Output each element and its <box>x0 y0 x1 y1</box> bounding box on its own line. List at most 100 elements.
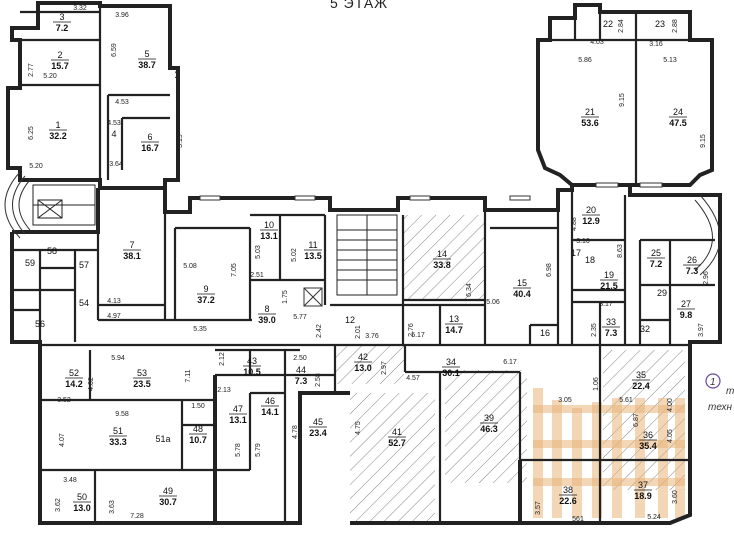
dimension-label: 4.05 <box>667 429 674 443</box>
room-12: 12 <box>345 315 355 325</box>
dimension-label: 5.77 <box>293 314 307 321</box>
room-number: 13 <box>449 314 459 324</box>
dimension-label: 5.02 <box>291 248 298 262</box>
room-18: 18 <box>585 255 595 265</box>
room-area: 15.7 <box>51 61 69 71</box>
room-number: 58 <box>47 246 57 256</box>
room-number: 18 <box>585 255 595 265</box>
stair-curve-left <box>4 171 21 239</box>
dimension-label: 5.78 <box>235 443 242 457</box>
dimension-label: 3.57 <box>535 501 542 515</box>
dimension-label: 2.42 <box>316 324 323 338</box>
room-5: 538.7 <box>138 49 156 70</box>
room-17: 17 <box>571 248 581 258</box>
room-area: 22.6 <box>559 496 577 506</box>
hatch-room-41 <box>350 393 435 523</box>
dimension-label: 1.06 <box>593 377 600 391</box>
dimension-label: 7.28 <box>130 513 144 520</box>
room-number: 59 <box>25 258 35 268</box>
room-number: 36 <box>643 430 653 440</box>
room-number: 33 <box>606 317 616 327</box>
room-area: 23.5 <box>133 379 151 389</box>
room-area: 33.8 <box>433 260 451 270</box>
room-number: 29 <box>657 288 667 298</box>
dimension-label: 9.58 <box>115 411 129 418</box>
dimension-label: 4.17 <box>175 66 182 80</box>
room-number: 1 <box>55 120 60 130</box>
room-4: 4 <box>111 129 116 139</box>
dimension-label: 2.01 <box>355 325 362 339</box>
room-7: 738.1 <box>123 240 141 261</box>
room-number: 17 <box>571 248 581 258</box>
room-area: 23.4 <box>309 428 327 438</box>
dimension-label: 5.86 <box>578 57 592 64</box>
room-number: 43 <box>247 356 257 366</box>
dimension-label: 3.48 <box>63 477 77 484</box>
room-area: 7.3 <box>686 266 699 276</box>
svg-text:1: 1 <box>710 377 716 388</box>
room-22: 22 <box>603 19 613 29</box>
room-number: 23 <box>655 19 665 29</box>
dimension-label: 3.76 <box>365 333 379 340</box>
room-number: 6 <box>147 132 152 142</box>
room-number: 51a <box>155 434 170 444</box>
dimension-label: 3.60 <box>672 490 679 504</box>
walls-inner <box>12 6 715 523</box>
stair-left <box>32 184 96 226</box>
hatch-room-42 <box>336 346 404 384</box>
room-number: 7 <box>129 240 134 250</box>
dimension-label: 3.17 <box>599 301 613 308</box>
room-number: 48 <box>193 424 203 434</box>
dimension-label: 3.16 <box>649 41 663 48</box>
room-29: 29 <box>657 288 667 298</box>
dimension-label: 3.62 <box>55 498 62 512</box>
room-27: 279.8 <box>677 299 695 320</box>
room-44: 447.3 <box>292 365 310 386</box>
room-number: 19 <box>604 270 614 280</box>
dimension-label: 5.20 <box>43 73 57 80</box>
room-area: 18.9 <box>634 491 652 501</box>
dimension-label: 2.13 <box>217 387 231 394</box>
dimension-label: 3.16 <box>576 238 590 245</box>
room-area: 37.2 <box>197 295 215 305</box>
room-23: 23 <box>655 19 665 29</box>
room-number: 53 <box>137 368 147 378</box>
hatch-room-14 <box>403 215 485 300</box>
dimension-label: 6.98 <box>546 263 553 277</box>
room-54: 54 <box>79 298 89 308</box>
room-number: 39 <box>484 413 494 423</box>
room-number: 46 <box>265 396 275 406</box>
dimension-label: 2.51 <box>250 272 264 279</box>
room-area: 40.4 <box>513 289 531 299</box>
room-area: 10.5 <box>243 367 261 377</box>
room-area: 30.7 <box>159 497 177 507</box>
room-number: 45 <box>313 417 323 427</box>
room-number: 42 <box>358 352 368 362</box>
room-area: 10.7 <box>189 435 207 445</box>
room-number: 54 <box>79 298 89 308</box>
room-number: 34 <box>446 357 456 367</box>
room-number: 16 <box>540 328 550 338</box>
dimension-label: 6.17 <box>503 359 517 366</box>
room-number: 2 <box>57 50 62 60</box>
room-2: 215.7 <box>51 50 69 71</box>
room-area: 22.4 <box>632 381 650 391</box>
dimension-label: 2.76 <box>408 323 415 337</box>
room-number: 12 <box>345 315 355 325</box>
dimension-label: 5.79 <box>255 443 262 457</box>
dimension-label: 5.06 <box>486 299 500 306</box>
room-number: 14 <box>437 249 447 259</box>
dimension-label: 1.75 <box>282 290 289 304</box>
dimension-label: 4.13 <box>107 298 121 305</box>
